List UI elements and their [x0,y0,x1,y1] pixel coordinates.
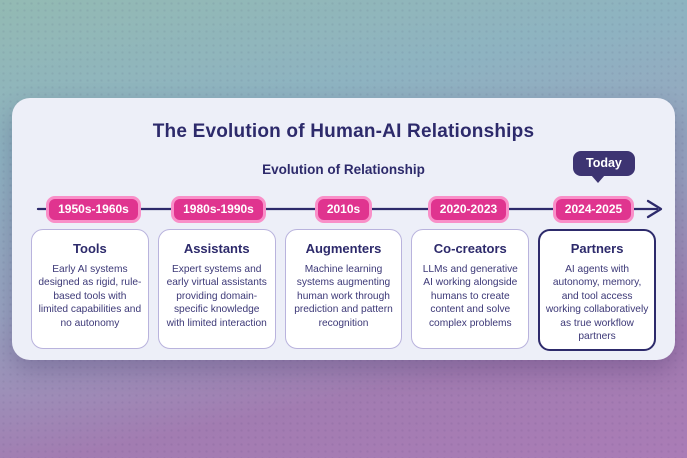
era-pill-1980s-1990s: 1980s-1990s [171,195,266,223]
era-card-title: Co-creators [433,241,507,256]
era-card-description: LLMs and generative AI working alongside… [422,264,518,329]
main-panel: The Evolution of Human-AI Relationships … [12,98,675,360]
era-card-description: Machine learning systems augmenting huma… [294,264,393,329]
era-card-tools: Tools Early AI systems designed as rigid… [31,229,149,349]
era-card-title: Augmenters [305,241,382,256]
era-card-title: Partners [570,241,624,256]
era-card-description: Early AI systems designed as rigid, rule… [38,264,142,329]
today-badge: Today [573,151,635,183]
era-card-partners: Partners AI agents with autonomy, memory… [538,229,656,351]
era-card-description: Expert systems and early virtual assista… [166,264,267,329]
era-pill-2010s: 2010s [314,195,373,223]
era-cards: Tools Early AI systems designed as rigid… [31,229,656,351]
era-card-assistants: Assistants Expert systems and early virt… [157,229,276,349]
era-pill-1950s-1960s: 1950s-1960s [46,195,141,223]
page-title: The Evolution of Human-AI Relationships [152,121,535,142]
era-card-title: Tools [73,241,107,256]
era-card-title: Assistants [183,241,250,256]
era-pill-2020-2023: 2020-2023 [427,195,510,223]
today-badge-tail [591,175,605,183]
timeline-era-row: 1950s-1960s 1980s-1990s 2010s 2020-2023 … [31,193,656,225]
era-card-co-creators: Co-creators LLMs and generative AI worki… [411,229,530,349]
era-card-description: AI agents with autonomy, memory, and too… [545,264,649,343]
era-card-augmenters: Augmenters Machine learning systems augm… [284,229,403,349]
era-pill-2024-2025: 2024-2025 [552,195,635,223]
section-subtitle: Evolution of Relationship [262,162,425,177]
today-badge-label: Today [586,156,622,170]
timeline: 1950s-1960s 1980s-1990s 2010s 2020-2023 … [12,193,675,225]
